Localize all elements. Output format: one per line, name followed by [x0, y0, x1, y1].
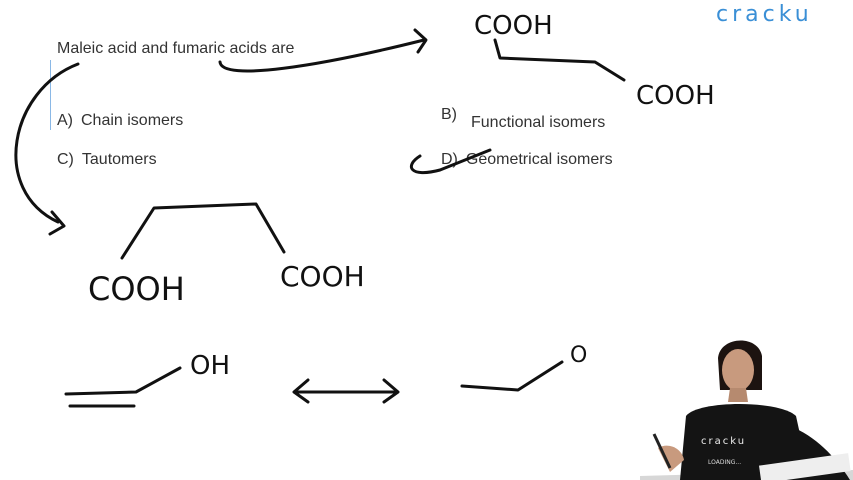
option-b-text: Functional isomers [471, 114, 606, 131]
shirt-brand: cracku [701, 436, 747, 447]
ink-arrowhead-top [413, 28, 428, 54]
text-cursor [50, 60, 51, 130]
presenter-neck [728, 388, 748, 402]
ink-cis-structure [120, 202, 286, 260]
presenter-hand [658, 445, 684, 472]
presenter-video [640, 340, 853, 480]
ink-check-mark [409, 148, 492, 175]
presenter-pen [652, 433, 672, 469]
ink-trans-structure [493, 38, 626, 82]
brand-logo: cracku [716, 2, 813, 27]
option-d-text: Geometrical isomers [465, 151, 613, 168]
option-a[interactable]: A) Chain isomers [57, 112, 183, 130]
ink-label-cooh-left-bottom: COOH [88, 270, 185, 308]
ink-double-arrow-left-head [292, 378, 310, 404]
option-c[interactable]: C) Tautomers [57, 151, 157, 169]
presenter-shirt [680, 404, 810, 480]
ink-label-cooh-right-bottom: COOH [280, 260, 365, 293]
ink-double-arrow-right-head [382, 378, 400, 404]
option-b-letter: B) [441, 106, 457, 123]
option-c-letter: C) [57, 151, 74, 168]
presenter-paper [758, 453, 851, 480]
option-b[interactable]: B) Functional isomers [441, 106, 605, 131]
ink-label-oh: OH [190, 351, 230, 381]
ink-enol-structure [64, 366, 182, 396]
option-a-letter: A) [57, 112, 73, 129]
ink-left-curve-arrow [14, 62, 80, 224]
presenter-face [722, 349, 754, 391]
option-a-text: Chain isomers [81, 112, 184, 129]
ink-keto-structure [460, 360, 564, 392]
ink-label-cooh-right: COOH [636, 81, 715, 111]
question-text: Maleic acid and fumaric acids are [57, 40, 295, 57]
ink-arrow-to-structure [218, 38, 426, 73]
ink-label-o: O [570, 343, 587, 368]
ink-arrowhead-left [48, 210, 66, 236]
ink-label-cooh-top: COOH [474, 11, 553, 41]
shirt-subtext: LOADING... [708, 459, 742, 466]
option-c-text: Tautomers [81, 151, 157, 168]
